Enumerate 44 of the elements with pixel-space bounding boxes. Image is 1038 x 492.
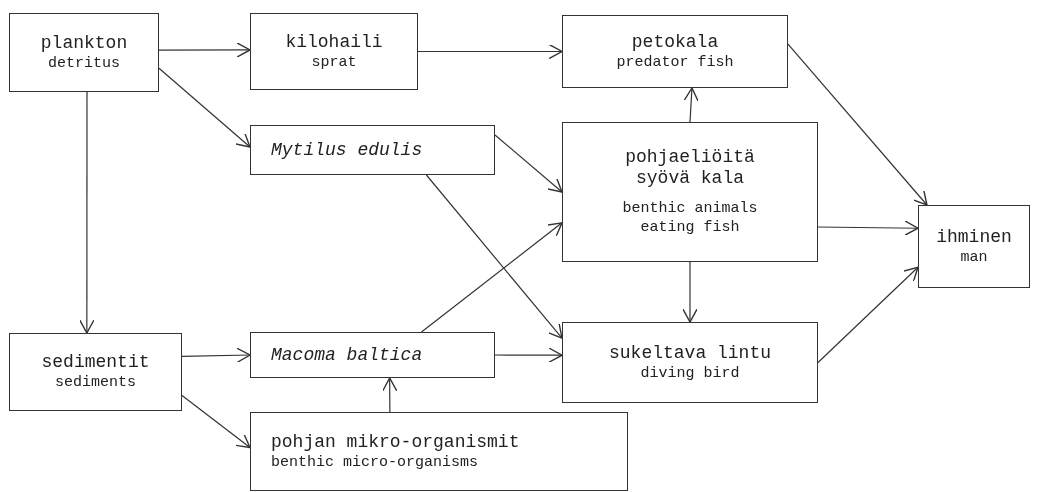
box bbox=[250, 412, 628, 491]
box bbox=[250, 13, 418, 90]
box bbox=[918, 205, 1030, 288]
box bbox=[250, 125, 495, 175]
arrow bbox=[425, 174, 563, 339]
node-subtitle: man bbox=[960, 247, 988, 267]
node-title: sukeltava lintu bbox=[609, 342, 771, 364]
arrow bbox=[817, 220, 919, 236]
box bbox=[250, 332, 495, 378]
arrow bbox=[158, 67, 251, 148]
arrow bbox=[682, 261, 698, 323]
node-subtitle: sediments bbox=[55, 373, 136, 392]
arrow bbox=[683, 87, 699, 123]
arrow bbox=[494, 347, 563, 363]
arrow bbox=[494, 134, 563, 193]
arrow bbox=[181, 347, 251, 363]
box bbox=[9, 13, 159, 92]
node-subtitle: sprat bbox=[311, 52, 357, 72]
node-subtitle: detritus bbox=[48, 53, 120, 73]
arrow bbox=[420, 222, 563, 333]
node-title: ihminen bbox=[936, 226, 1012, 248]
arrow bbox=[181, 394, 251, 449]
box bbox=[562, 122, 818, 262]
node-subtitle: predator fish bbox=[616, 52, 734, 72]
arrow bbox=[817, 266, 919, 364]
node-title: sedimentit bbox=[41, 352, 150, 373]
arrow bbox=[382, 377, 398, 413]
box bbox=[9, 333, 182, 411]
arrow bbox=[79, 91, 95, 334]
node-subtitle: benthic micro-organisms bbox=[271, 452, 479, 472]
node-title: Mytilus edulis bbox=[271, 139, 423, 161]
node-title: plankton bbox=[40, 32, 128, 54]
box bbox=[562, 15, 788, 88]
node-subtitle: diving bird bbox=[640, 363, 740, 383]
node-title: pohjaeliöitä syövä kala bbox=[624, 147, 756, 189]
arrow bbox=[787, 43, 928, 206]
node-title: pohjan mikro-organismit bbox=[271, 431, 520, 453]
arrow bbox=[158, 42, 251, 58]
node-title: kilohaili bbox=[285, 31, 383, 53]
node-title: petokala bbox=[631, 31, 719, 53]
node-subtitle: benthic animals eating fish bbox=[621, 199, 759, 237]
arrow bbox=[417, 43, 563, 60]
box bbox=[562, 322, 818, 403]
node-title: Macoma baltica bbox=[271, 344, 423, 366]
